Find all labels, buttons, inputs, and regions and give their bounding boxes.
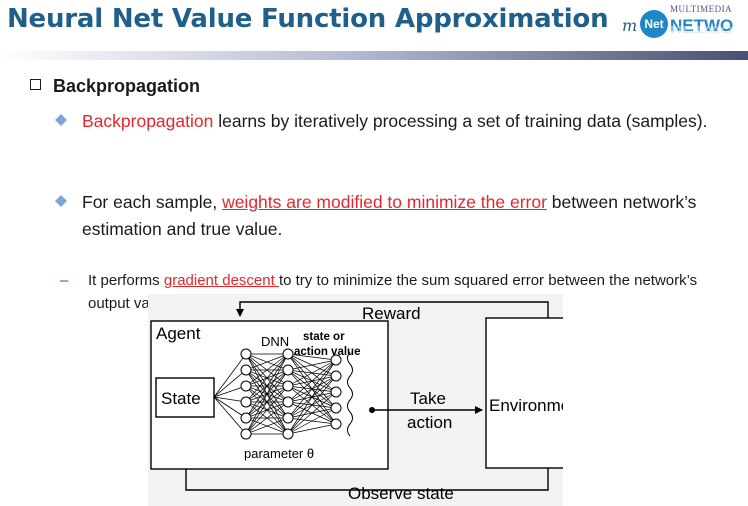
environment-label: Environment (489, 396, 563, 415)
slide-title: Neural Net Value Function Approximation (7, 4, 609, 34)
neural-network-nodes (240, 348, 342, 440)
bullet-suffix: between network’s estimation and true va… (82, 192, 697, 239)
nn-edge (287, 359, 337, 371)
nn-node (330, 386, 342, 398)
nn-input-edge (213, 385, 247, 398)
nn-edge (245, 353, 289, 435)
section-heading-text: Backpropagation (53, 76, 201, 96)
action-label: action (407, 413, 452, 432)
logo-network-reflection: NETWO (670, 23, 734, 35)
diagram-svg: Reward Agent DNN state or action value S… (150, 301, 563, 503)
nn-edge (287, 391, 337, 435)
nn-edge (287, 359, 337, 419)
nn-input-edge (213, 396, 247, 419)
environment-box (485, 317, 563, 469)
nn-node (282, 348, 294, 360)
nn-edge (287, 423, 337, 435)
bullet-each-sample: For each sample, weights are modified to… (55, 189, 735, 243)
nn-edge (245, 401, 289, 435)
diamond-bullet-icon (55, 114, 67, 126)
nn-node (240, 412, 252, 424)
bullet-backpropagation: Backpropagation learns by iteratively pr… (55, 108, 735, 135)
nn-edge (287, 353, 337, 361)
nn-edge (287, 359, 337, 403)
reward-label: Reward (362, 304, 421, 323)
observe-state-label: Observe state (348, 484, 454, 503)
logo-multimedia-text: MULTIMEDIA (670, 4, 733, 14)
bullet-highlight: weights are modified to minimize the err… (222, 192, 547, 212)
rl-agent-environment-diagram: Reward Agent DNN state or action value S… (148, 294, 563, 506)
neural-network-connections (213, 353, 337, 435)
logo-net-badge: Net (640, 10, 668, 38)
bullet-body: learns by iteratively processing a set o… (213, 111, 708, 131)
nn-edge (245, 353, 289, 371)
nn-node (282, 412, 294, 424)
checkbox-bullet-icon (30, 79, 41, 90)
nn-input-edge (213, 396, 247, 435)
logo-network-text: NETWO (670, 16, 734, 35)
action-dot (369, 407, 375, 413)
multimedia-network-logo: m Net MULTIMEDIA NETWO NETWO (622, 2, 748, 46)
output-brace (347, 351, 353, 437)
nn-edge (287, 375, 337, 435)
state-label: State (161, 389, 201, 408)
logo-m-glyph: m (622, 16, 638, 35)
nn-edge (245, 353, 289, 403)
nn-node (240, 380, 252, 392)
nn-node (240, 364, 252, 376)
value-label-line1: state or (303, 331, 345, 343)
nn-input-edge (213, 353, 247, 398)
nn-edge (245, 353, 289, 387)
nn-node (240, 428, 252, 440)
nn-edge (245, 417, 289, 435)
nn-node (240, 348, 252, 360)
nn-node (282, 396, 294, 408)
nn-edge (245, 353, 289, 419)
nn-node (282, 380, 294, 392)
nn-node (330, 418, 342, 430)
bullet-prefix: For each sample, (82, 192, 223, 212)
value-label-line2: action value (294, 346, 360, 358)
bullet-text: Backpropagation learns by iteratively pr… (55, 108, 735, 135)
parameter-label: parameter θ (244, 446, 314, 461)
agent-label: Agent (156, 324, 201, 343)
reward-arrow (236, 301, 549, 318)
sub-prefix: It performs (88, 272, 164, 289)
nn-node (330, 354, 342, 366)
dash-bullet-icon: – (60, 272, 69, 289)
nn-edge (287, 407, 337, 435)
nn-node (282, 428, 294, 440)
nn-input-edge (213, 369, 247, 398)
take-label: Take (410, 389, 446, 408)
nn-edge (287, 359, 337, 435)
dnn-label: DNN (261, 334, 289, 349)
bullet-text: For each sample, weights are modified to… (55, 189, 735, 243)
sub-highlight: gradient descent (163, 272, 279, 289)
nn-edge (245, 385, 289, 435)
bullet-highlight: Backpropagation (82, 111, 214, 131)
header-gradient-band (0, 51, 748, 60)
section-heading: Backpropagation (30, 76, 200, 97)
nn-node (282, 364, 294, 376)
nn-node (330, 402, 342, 414)
diamond-bullet-icon (55, 195, 67, 207)
nn-edge (287, 359, 337, 387)
nn-node (330, 370, 342, 382)
nn-edge (245, 369, 289, 435)
nn-node (240, 396, 252, 408)
